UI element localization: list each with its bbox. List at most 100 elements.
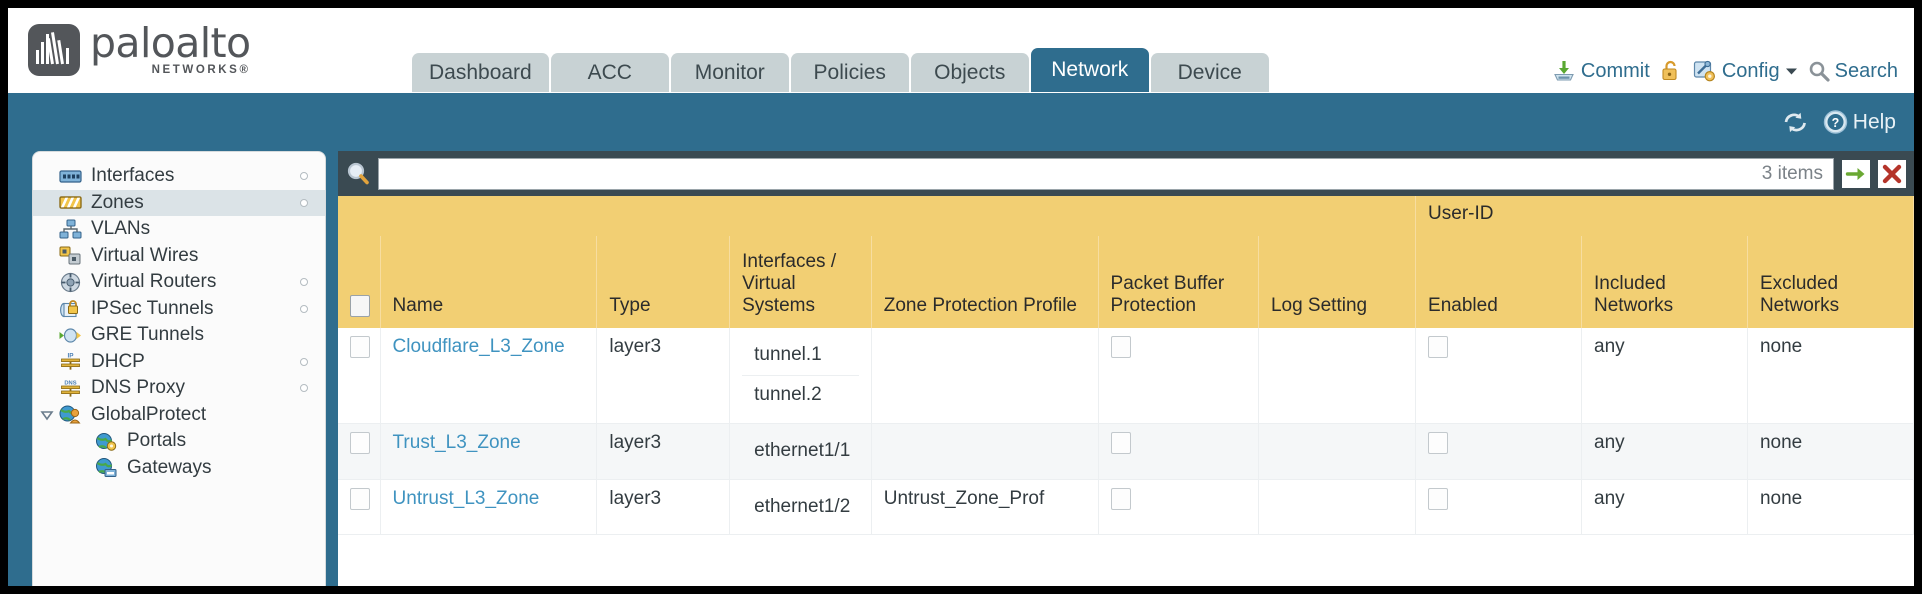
portals-icon xyxy=(95,431,120,452)
tab-acc[interactable]: ACC xyxy=(550,53,669,92)
cell-text: any xyxy=(1594,487,1625,509)
tab-device[interactable]: Device xyxy=(1150,53,1269,92)
column-header-included-networks[interactable]: Included Networks xyxy=(1581,236,1748,329)
column-header-enabled[interactable]: Enabled xyxy=(1415,236,1582,329)
packet-buffer-protection-checkbox[interactable] xyxy=(1110,431,1131,454)
sidebar-item-virtual-wires[interactable]: Virtual Wires xyxy=(33,243,325,270)
sidebar-item-label: DHCP xyxy=(91,350,145,372)
filter-input[interactable] xyxy=(379,158,1762,189)
tree-collapse-arrow-icon[interactable] xyxy=(40,408,54,422)
zone-name-link[interactable]: Cloudflare_L3_Zone xyxy=(392,336,565,358)
help-button[interactable]: ? Help xyxy=(1823,110,1896,135)
config-label: Config xyxy=(1721,59,1780,82)
search-icon xyxy=(1808,60,1830,82)
packet-buffer-protection-checkbox[interactable] xyxy=(1110,336,1131,359)
gateways-icon xyxy=(95,457,120,478)
packet-buffer-protection-cell xyxy=(1098,479,1259,536)
row-select-checkbox[interactable] xyxy=(350,431,370,454)
svg-text:?: ? xyxy=(1831,116,1839,130)
sidebar-item-globalprotect[interactable]: GlobalProtect xyxy=(33,402,325,429)
sidebar-item-vlans[interactable]: VLANs xyxy=(33,216,325,243)
sidebar-item-zones[interactable]: Zones xyxy=(33,189,325,216)
tab-policies[interactable]: Policies xyxy=(790,53,909,92)
zone-name-link[interactable]: Untrust_L3_Zone xyxy=(392,487,540,509)
select-all-header xyxy=(338,236,381,329)
sidebar-item-ipsec-tunnels[interactable]: IPSec Tunnels xyxy=(33,296,325,323)
help-icon: ? xyxy=(1823,110,1848,135)
included-networks-cell: any xyxy=(1581,479,1748,536)
svg-text:DNS: DNS xyxy=(64,380,76,386)
lock-button[interactable] xyxy=(1660,59,1682,83)
tab-label: Device xyxy=(1177,60,1242,84)
cell-text: any xyxy=(1594,336,1625,358)
userid-enabled-checkbox[interactable] xyxy=(1428,336,1449,359)
dhcp-icon: IP xyxy=(59,351,84,372)
sidebar-item-label: Portals xyxy=(127,430,187,452)
sidebar-item-gre-tunnels[interactable]: GRE Tunnels xyxy=(33,322,325,349)
config-menu[interactable]: Config xyxy=(1692,59,1798,83)
select-all-checkbox[interactable] xyxy=(350,294,370,317)
commit-button[interactable]: Commit xyxy=(1552,59,1650,83)
column-header-packet-buffer-protection[interactable]: Packet Buffer Protection xyxy=(1098,236,1259,329)
search-button[interactable]: Search xyxy=(1808,60,1898,83)
paloalto-wordmark: paloalto NETWORKS® xyxy=(90,23,251,76)
logo-bar xyxy=(41,42,44,64)
interface-entry: tunnel.1 xyxy=(742,336,859,377)
gre-tunnels-icon xyxy=(59,325,84,346)
column-header-name[interactable]: Name xyxy=(380,236,598,329)
apply-filter-button[interactable] xyxy=(1842,159,1870,188)
commit-icon xyxy=(1552,59,1576,83)
cell-text: Untrust_Zone_Prof xyxy=(883,487,1045,509)
row-select-cell xyxy=(338,328,381,424)
zone-interfaces-cell: ethernet1/2 xyxy=(729,479,872,536)
sidebar-item-virtual-routers[interactable]: Virtual Routers xyxy=(33,269,325,296)
userid-enabled-checkbox[interactable] xyxy=(1428,431,1449,454)
userid-enabled-cell xyxy=(1415,328,1582,424)
tab-dashboard[interactable]: Dashboard xyxy=(412,53,549,92)
column-header-excluded-networks[interactable]: Excluded Networks xyxy=(1747,236,1914,329)
sub-header-band: ? Help xyxy=(8,93,1914,151)
group-header-spacer xyxy=(338,196,1417,237)
userid-enabled-checkbox[interactable] xyxy=(1428,487,1449,510)
paloalto-logo: paloalto NETWORKS® xyxy=(28,23,251,76)
tab-label: Network xyxy=(1051,58,1129,81)
column-header-zone-protection-profile[interactable]: Zone Protection Profile xyxy=(871,236,1099,329)
tab-label: Objects xyxy=(934,60,1006,84)
sidebar-item-portals[interactable]: Portals xyxy=(33,428,325,455)
refresh-icon[interactable] xyxy=(1782,110,1809,134)
row-select-checkbox[interactable] xyxy=(350,487,370,510)
tab-monitor[interactable]: Monitor xyxy=(670,53,789,92)
search-label: Search xyxy=(1834,59,1898,82)
interface-entry: tunnel.2 xyxy=(754,384,822,406)
sidebar-item-interfaces[interactable]: Interfaces xyxy=(33,163,325,190)
filter-search-icon[interactable] xyxy=(346,161,371,186)
column-header-interfaces-virtual-systems[interactable]: Interfaces / Virtual Systems xyxy=(729,236,872,329)
sidebar-item-label: Zones xyxy=(91,191,144,213)
row-select-checkbox[interactable] xyxy=(350,336,370,359)
clear-filter-button[interactable] xyxy=(1878,159,1906,188)
sidebar-item-dhcp[interactable]: IP DHCP xyxy=(33,349,325,376)
column-header-log-setting[interactable]: Log Setting xyxy=(1258,236,1417,329)
included-networks-cell: any xyxy=(1581,328,1748,424)
tab-objects[interactable]: Objects xyxy=(910,53,1029,92)
sidebar-item-label: Virtual Wires xyxy=(91,244,199,266)
logo-bar xyxy=(46,34,49,64)
sidebar-item-gateways[interactable]: Gateways xyxy=(33,455,325,482)
tab-network[interactable]: Network xyxy=(1030,48,1149,92)
excluded-networks-cell: none xyxy=(1747,479,1914,536)
sidebar-item-status-dot xyxy=(300,278,308,287)
column-header-type[interactable]: Type xyxy=(596,236,731,329)
row-select-cell xyxy=(338,479,381,536)
packet-buffer-protection-checkbox[interactable] xyxy=(1110,487,1131,510)
tab-label: Monitor xyxy=(694,60,765,84)
zone-interfaces-cell: ethernet1/1 xyxy=(729,423,872,480)
zone-name-link[interactable]: Trust_L3_Zone xyxy=(392,431,521,453)
